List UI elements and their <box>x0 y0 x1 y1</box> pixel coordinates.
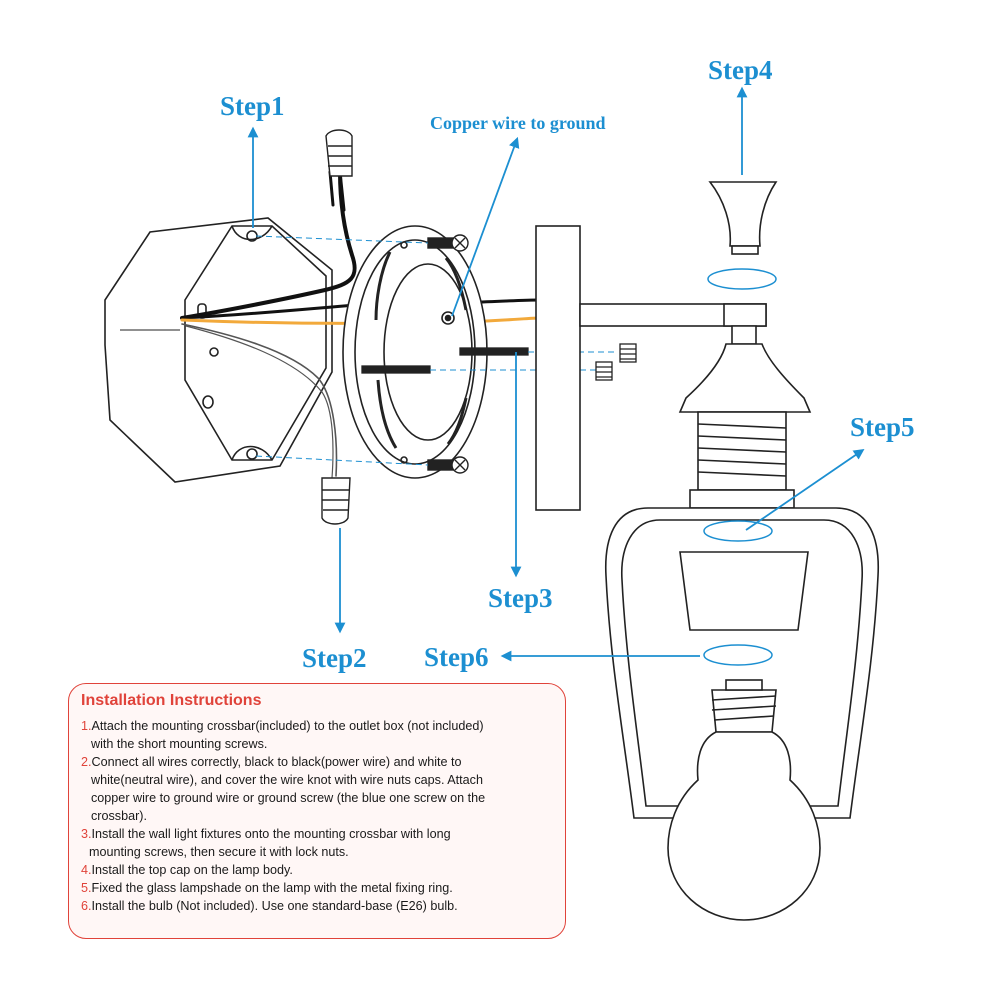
instruction-text: copper wire to ground wire or ground scr… <box>91 791 486 805</box>
instruction-text: Install the top cap on the lamp body. <box>91 863 293 877</box>
instruction-text: white(neutral wire), and cover the wire … <box>91 773 483 787</box>
copper-wire-label: Copper wire to ground <box>430 113 606 133</box>
step5-label: Step5 <box>850 412 915 442</box>
instruction-text: Fixed the glass lampshade on the lamp wi… <box>91 881 453 895</box>
instruction-text: Attach the mounting crossbar(included) t… <box>91 719 484 733</box>
instruction-text: Connect all wires correctly, black to bl… <box>91 755 462 769</box>
instruction-text: Install the bulb (Not included). Use one… <box>91 899 458 913</box>
mounting-crossbar <box>342 225 488 479</box>
step2-label: Step2 <box>302 643 367 673</box>
fixing-ring <box>679 551 809 631</box>
instruction-item-5: 5.Fixed the glass lampshade on the lamp … <box>81 879 553 897</box>
instruction-number: 4. <box>81 863 92 877</box>
short-screw-bottom <box>427 456 469 474</box>
lamp-socket <box>678 343 812 509</box>
instruction-number: 2. <box>81 755 92 769</box>
instructions-list: 1.Attach the mounting crossbar(included)… <box>81 717 553 915</box>
wire-nut-top <box>325 129 353 177</box>
instruction-text: with the short mounting screws. <box>91 737 268 751</box>
top-cap <box>708 181 778 255</box>
wall-plate <box>535 225 767 511</box>
instruction-number: 5. <box>81 881 92 895</box>
step1-label: Step1 <box>220 91 285 121</box>
instruction-number: 3. <box>81 827 92 841</box>
instruction-number: 6. <box>81 899 92 913</box>
step4-label: Step4 <box>708 55 773 85</box>
light-bulb <box>667 679 821 921</box>
glass-lampshade <box>604 507 880 819</box>
instruction-item-3: 3.Install the wall light fixtures onto t… <box>81 825 553 861</box>
instruction-item-1: 1.Attach the mounting crossbar(included)… <box>81 717 553 753</box>
instruction-item-4: 4.Install the top cap on the lamp body. <box>81 861 553 879</box>
instructions-title: Installation Instructions <box>81 692 262 709</box>
instruction-item-2: 2.Connect all wires correctly, black to … <box>81 753 553 825</box>
installation-instructions-panel: Installation Instructions 1.Attach the m… <box>68 683 566 939</box>
step3-label: Step3 <box>488 583 553 613</box>
outlet-box <box>104 217 333 483</box>
instruction-number: 1. <box>81 719 92 733</box>
instruction-item-6: 6.Install the bulb (Not included). Use o… <box>81 897 553 915</box>
rotation-indicators <box>703 268 777 666</box>
step6-label: Step6 <box>424 642 489 672</box>
lock-nuts <box>595 343 637 381</box>
instruction-text: crossbar). <box>91 809 147 823</box>
instruction-text: mounting screws, then secure it with loc… <box>89 845 349 859</box>
instruction-text: Install the wall light fixtures onto the… <box>91 827 451 841</box>
step-arrows <box>247 86 865 662</box>
wire-nut-bottom <box>321 477 351 525</box>
short-screw-top <box>427 234 469 252</box>
